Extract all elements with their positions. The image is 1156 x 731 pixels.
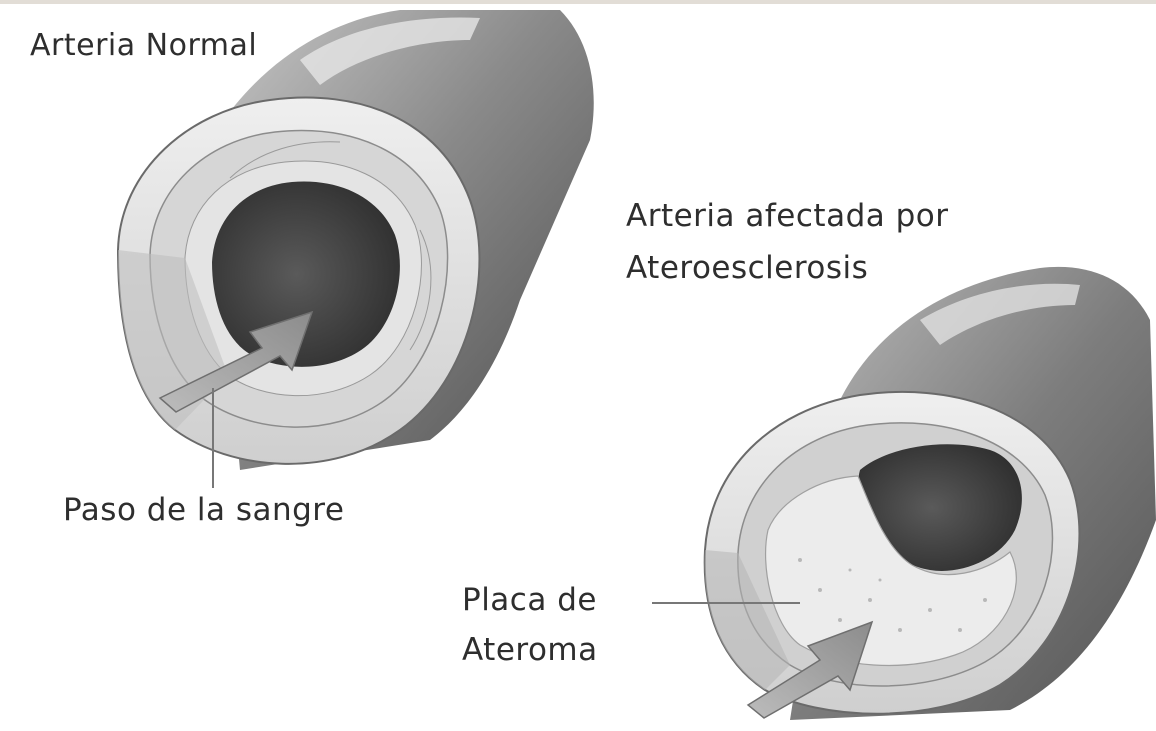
normal-artery-illustration xyxy=(118,10,594,488)
affected-artery-label-line2: Ateroesclerosis xyxy=(626,248,868,288)
affected-artery-illustration xyxy=(652,267,1156,720)
plaque-label-line2: Ateroma xyxy=(462,630,598,670)
plaque-label-line1: Placa de xyxy=(462,580,597,620)
blood-passage-label: Paso de la sangre xyxy=(63,490,344,530)
normal-artery-lumen xyxy=(212,181,400,366)
scan-edge xyxy=(0,0,1156,4)
normal-artery-label: Arteria Normal xyxy=(30,26,257,66)
affected-artery-label-line1: Arteria afectada por xyxy=(626,196,948,236)
